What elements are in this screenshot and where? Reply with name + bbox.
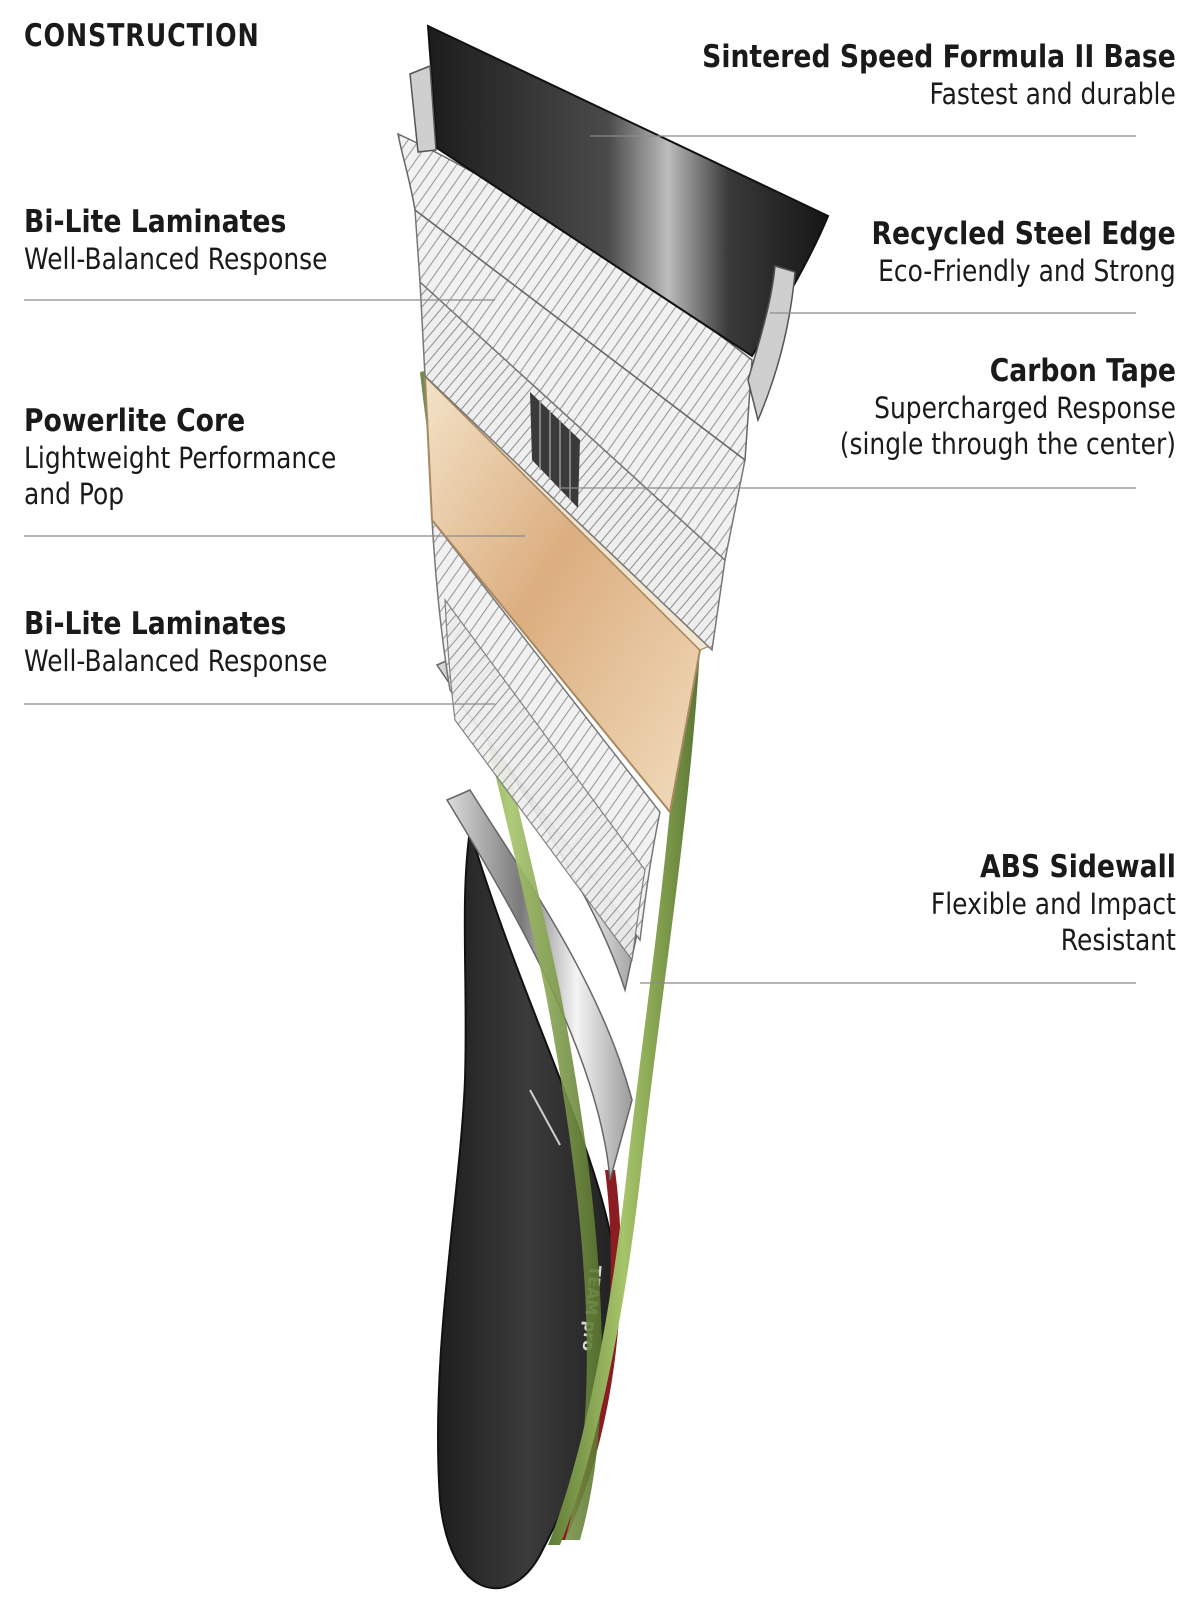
label-carbon-tape: Carbon Tape Supercharged Response (singl… [785,352,1176,462]
bottom-laminate-layer-2 [444,598,646,962]
steel-edge-right [747,265,796,423]
layer-title: ABS Sidewall [980,849,1176,885]
abs-sidewall-strip [548,648,700,1545]
topsheet-mark [529,1089,561,1146]
topsheet-layer [436,829,617,1590]
layer-description: Well-Balanced Response [24,644,328,678]
label-sintered-base: Sintered Speed Formula II Base Fastest a… [625,38,1176,112]
label-steel-edge: Recycled Steel Edge Eco-Friendly and Str… [822,215,1176,289]
layer-description: Supercharged Response (single through th… [839,391,1176,461]
layer-title: Sintered Speed Formula II Base [702,39,1176,75]
carbon-tape-layer [530,392,580,508]
steel-edge-left [409,64,437,153]
label-powerlite-core: Powerlite Core Lightweight Performance a… [24,402,387,512]
leader-lines [24,135,1136,984]
page-title: CONSTRUCTION [24,18,260,54]
layer-title: Powerlite Core [24,403,246,439]
layer-title: Recycled Steel Edge [871,216,1176,252]
layer-description: Lightweight Performance and Pop [24,441,337,511]
layer-title: Bi-Lite Laminates [24,204,287,240]
layer-title: Bi-Lite Laminates [24,606,287,642]
label-laminates-top: Bi-Lite Laminates Well-Balanced Response [24,203,377,277]
label-laminates-bottom: Bi-Lite Laminates Well-Balanced Response [24,605,377,679]
layer-description: Fastest and durable [929,77,1176,111]
layer-description: Flexible and Impact Resistant [930,887,1176,957]
layer-description: Well-Balanced Response [24,242,328,276]
layer-description: Eco-Friendly and Strong [878,254,1176,288]
layer-title: Carbon Tape [989,353,1176,389]
carbon-tape-stripes [539,400,571,500]
label-abs-sidewall: ABS Sidewall Flexible and Impact Resista… [891,848,1176,958]
